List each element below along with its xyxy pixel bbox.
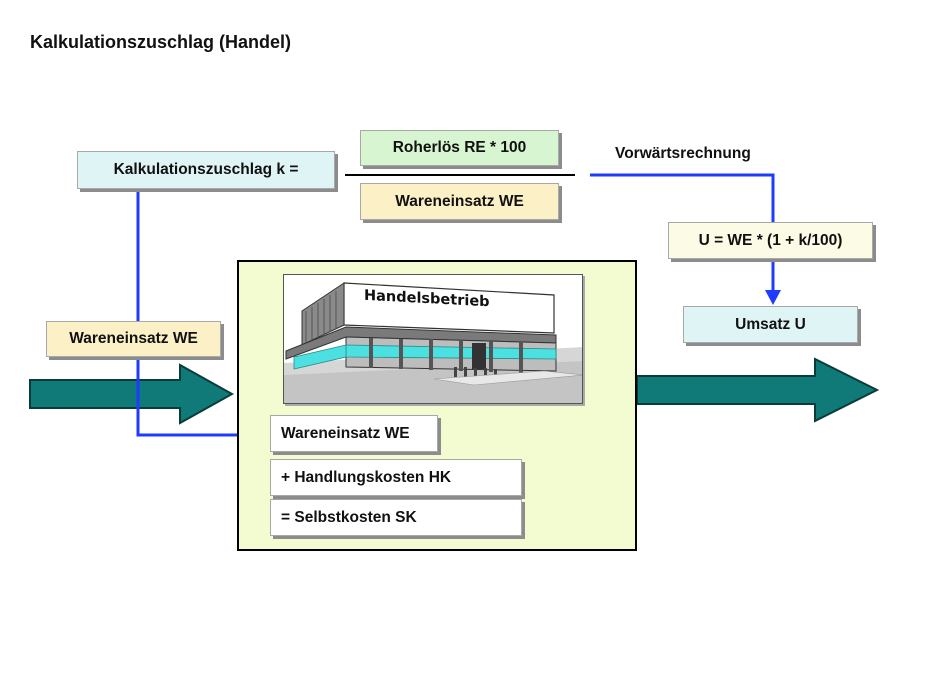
page-title: Kalkulationszuschlag (Handel) — [30, 32, 292, 52]
building-illustration: Handelsbetrieb — [283, 274, 583, 404]
forward-formula-box: U = WE * (1 + k/100) — [668, 222, 873, 259]
connector-forward — [590, 173, 775, 222]
connector-we-to-calc — [136, 357, 270, 437]
denominator-label: Wareneinsatz WE — [395, 192, 524, 210]
input-we-label: Wareneinsatz WE — [69, 330, 198, 347]
numerator-box: Roherlös RE * 100 — [360, 130, 559, 166]
denominator-box: Wareneinsatz WE — [360, 183, 559, 220]
calc-row-wareneinsatz: Wareneinsatz WE — [270, 415, 438, 452]
store-building-icon — [284, 282, 582, 403]
calc-row-selbstkosten: = Selbstkosten SK — [270, 499, 522, 536]
umsatz-box: Umsatz U — [683, 306, 858, 343]
k-formula-box: Kalkulationszuschlag k = — [77, 151, 335, 189]
calc-row-handlungskosten: + Handlungskosten HK — [270, 459, 522, 496]
umsatz-label: Umsatz U — [735, 315, 806, 333]
k-formula-label: Kalkulationszuschlag k = — [113, 161, 299, 178]
input-flow-arrow — [29, 363, 235, 425]
forward-formula-label: U = WE * (1 + k/100) — [698, 231, 843, 249]
input-we-box: Wareneinsatz WE — [46, 321, 221, 357]
arrowhead-umsatz — [765, 290, 781, 305]
output-flow-arrow — [636, 357, 880, 423]
calc-row-label: Wareneinsatz WE — [281, 424, 410, 442]
calc-row-label: = Selbstkosten SK — [281, 508, 417, 526]
calc-row-label: + Handlungskosten HK — [281, 468, 452, 486]
numerator-label: Roherlös RE * 100 — [392, 139, 527, 156]
forward-calc-label: Vorwärtsrechnung — [615, 145, 751, 162]
